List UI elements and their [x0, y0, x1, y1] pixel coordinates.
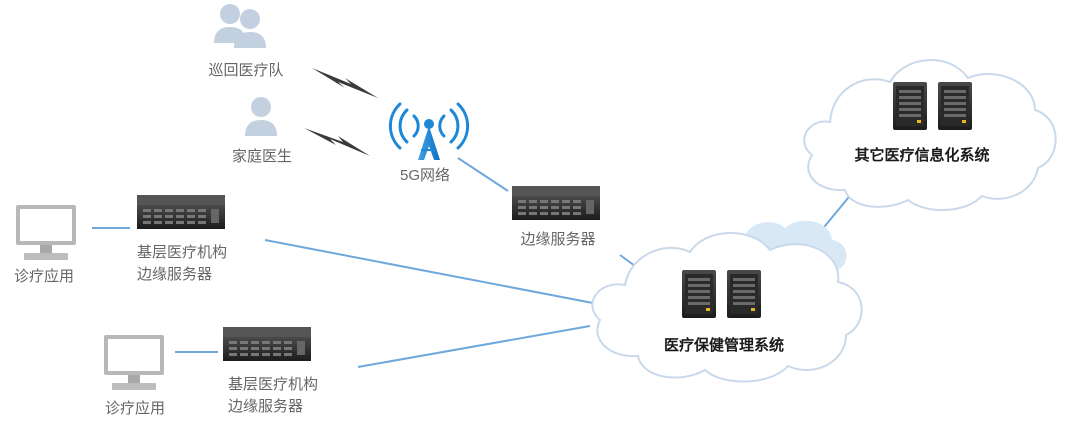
link-primary2-cloud	[357, 325, 591, 368]
primary-server-label-2-line1: 基层医疗机构	[228, 376, 319, 393]
family-doctor-icon	[245, 97, 277, 136]
patrol-team-label: 巡回医疗队	[208, 62, 284, 79]
healthcare-cloud-label: 医疗保健管理系统	[663, 337, 785, 354]
link-tower-edge	[457, 157, 509, 192]
healthcare-cloud-shape	[591, 232, 863, 383]
primary-server-icon-1	[137, 195, 225, 229]
healthcare-server-icon-1	[682, 270, 716, 318]
other-cloud	[803, 59, 1057, 211]
edge-server-icon	[512, 186, 600, 220]
link-primary1-cloud	[264, 239, 599, 305]
5g-network-label: 5G网络	[399, 167, 451, 184]
clinic-monitor-icon-1	[16, 205, 76, 260]
network-links	[92, 157, 859, 368]
wireless-link-family	[304, 128, 370, 156]
healthcare-server-icon-2	[727, 270, 761, 318]
other-cloud-shape	[803, 59, 1057, 211]
other-cloud-label: 其它医疗信息化系统	[854, 147, 990, 164]
edge-server-label: 边缘服务器	[520, 231, 596, 248]
other-server-icon-1	[893, 82, 927, 130]
clinic-monitor-icon-2	[104, 335, 164, 390]
primary-server-icon-2	[223, 327, 311, 361]
primary-server-label-1-line2: 边缘服务器	[137, 266, 213, 283]
clinic-app-label-1: 诊疗应用	[13, 268, 75, 285]
wireless-link-patrol	[312, 68, 378, 98]
healthcare-cloud	[591, 220, 863, 383]
clinic-app-label-2: 诊疗应用	[104, 400, 166, 417]
primary-server-label-1-line1: 基层医疗机构	[137, 244, 228, 261]
wireless-links	[304, 68, 378, 156]
5g-tower-icon	[388, 102, 470, 160]
primary-server-label-2-line2: 边缘服务器	[228, 398, 304, 415]
primary-server-label-2: 基层医疗机构 边缘服务器	[228, 374, 318, 418]
family-doctor-label: 家庭医生	[231, 148, 293, 165]
other-server-icon-2	[938, 82, 972, 130]
primary-server-label-1: 基层医疗机构 边缘服务器	[137, 242, 227, 286]
